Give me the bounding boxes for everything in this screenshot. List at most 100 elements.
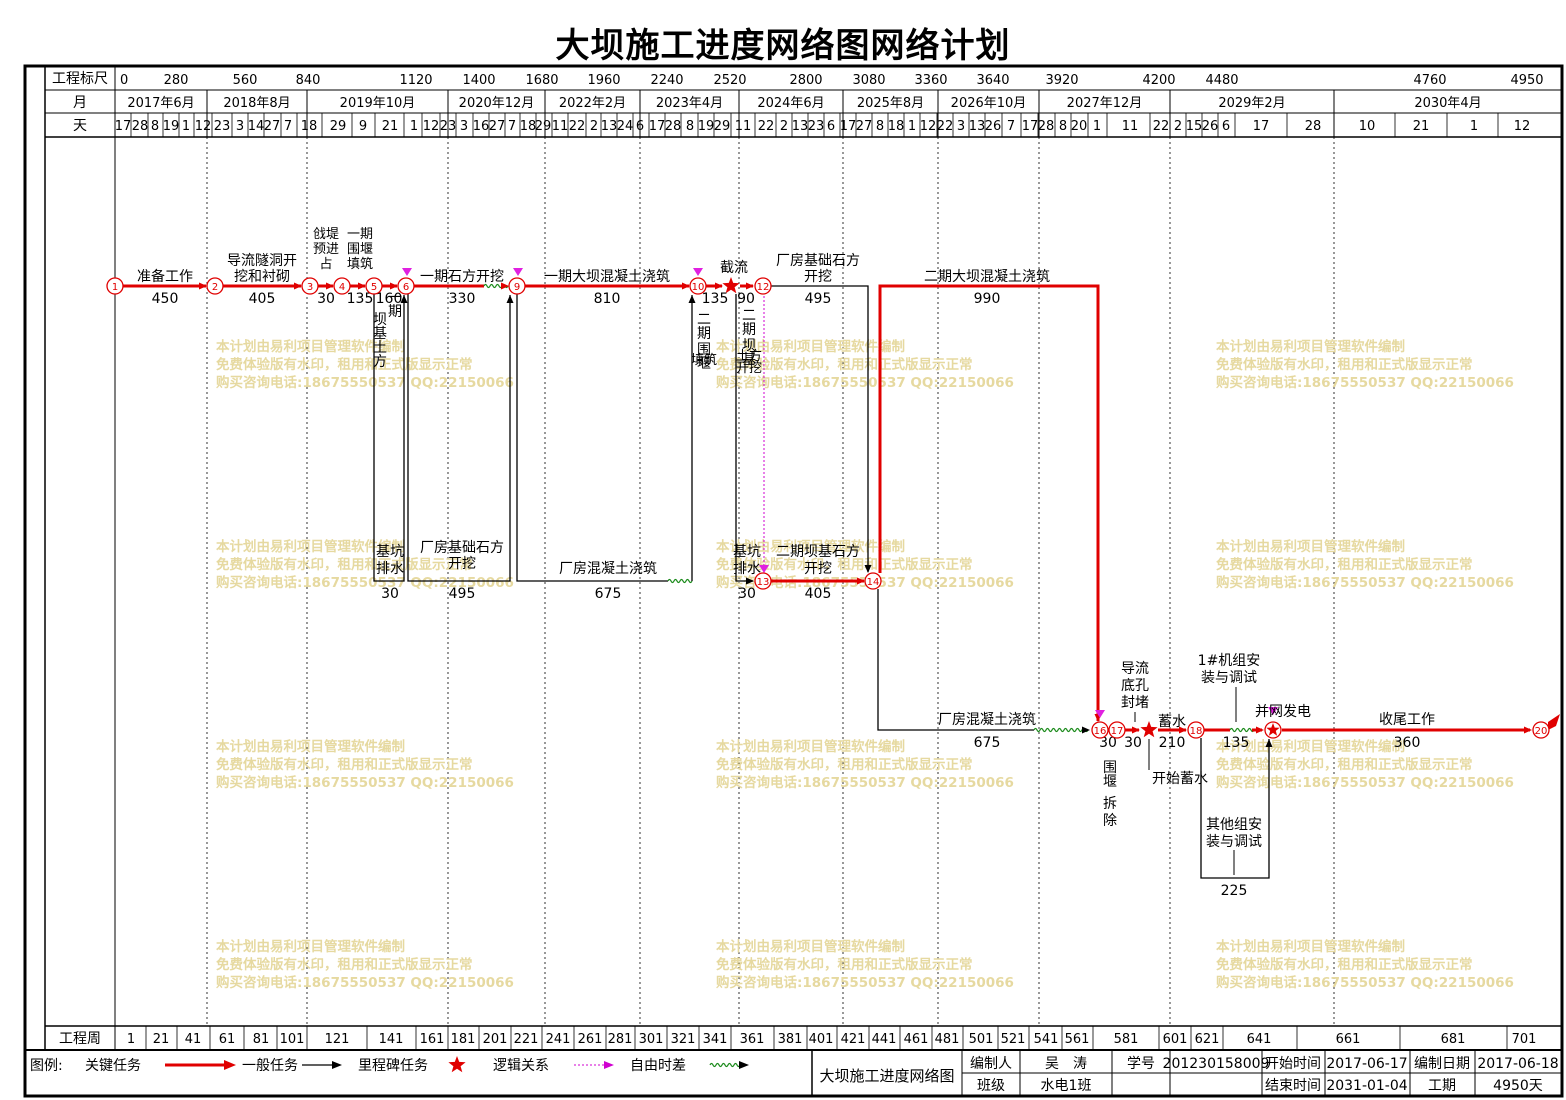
scale-tick: 3360 xyxy=(914,73,947,88)
task-label-vertical: 基 xyxy=(742,351,756,368)
day-label: 29 xyxy=(714,119,731,134)
day-label: 6 xyxy=(1222,119,1230,134)
footer-class-label: 班级 xyxy=(977,1078,1005,1094)
task-label-vertical: 堰 xyxy=(1103,774,1117,790)
task-label: 排水 xyxy=(376,561,404,577)
day-label: 3 xyxy=(236,119,244,134)
arrow-head xyxy=(1082,726,1090,734)
watermark-text: 免费体验版有水印，租用和正式版显示正常 xyxy=(716,356,973,373)
legend-critical-label: 关键任务 xyxy=(85,1058,141,1074)
day-label: 3 xyxy=(957,119,965,134)
free-float-wave xyxy=(1229,727,1255,733)
week-label: 281 xyxy=(608,1032,633,1047)
task-label: 装与调试 xyxy=(1206,834,1262,850)
week-label: 681 xyxy=(1441,1032,1466,1047)
month-label: 2017年6月 xyxy=(127,96,194,111)
watermark-text: 免费体验版有水印，租用和正式版显示正常 xyxy=(1216,756,1473,773)
task-label-vertical: 一 xyxy=(388,290,402,306)
day-label: 8 xyxy=(686,119,694,134)
day-label: 22 xyxy=(937,119,954,134)
task-label: 导流隧洞开 xyxy=(227,253,297,269)
watermark-text: 本计划由易利项目管理软件编制 xyxy=(216,338,405,355)
day-label: 1 xyxy=(182,119,190,134)
week-label: 661 xyxy=(1336,1032,1361,1047)
task-label: 330 xyxy=(449,291,476,307)
watermark-text: 免费体验版有水印，租用和正式版显示正常 xyxy=(216,556,473,573)
task-label: 30 xyxy=(1099,735,1117,751)
week-label: 621 xyxy=(1195,1032,1220,1047)
arrow-head xyxy=(358,282,366,290)
event-node xyxy=(1187,721,1205,739)
footer-period-label: 工期 xyxy=(1428,1078,1456,1094)
task-label: 开挖 xyxy=(736,361,762,376)
week-label: 301 xyxy=(639,1032,664,1047)
day-label: 17 xyxy=(649,119,666,134)
watermark-text: 本计划由易利项目管理软件编制 xyxy=(1216,938,1405,955)
task-label-vertical: 围 xyxy=(1103,760,1117,776)
watermark-text: 免费体验版有水印，租用和正式版显示正常 xyxy=(216,356,473,373)
legend-milestone-label: 里程碑任务 xyxy=(358,1058,428,1074)
task-label: 拆 xyxy=(1103,796,1117,812)
task-label: 除 xyxy=(1103,813,1117,829)
event-node-label: 9 xyxy=(514,282,520,293)
task-label-vertical: 期 xyxy=(697,326,711,342)
float-marker xyxy=(1268,707,1278,715)
event-node xyxy=(689,277,707,295)
day-label: 18 xyxy=(888,119,905,134)
event-node xyxy=(754,572,772,590)
event-node xyxy=(106,277,124,295)
task-line xyxy=(1200,738,1270,879)
task-label: 开挖 xyxy=(448,556,476,572)
day-label: 12 xyxy=(920,119,937,134)
scale-tick: 2800 xyxy=(789,73,822,88)
task-label-vertical: 坝 xyxy=(742,338,756,354)
arrow-head xyxy=(688,295,696,303)
task-label: 基坑 xyxy=(376,543,404,560)
watermark-text: 免费体验版有水印，租用和正式版显示正常 xyxy=(716,956,973,973)
task-label: 30 xyxy=(317,291,335,307)
month-label: 2019年10月 xyxy=(340,96,416,111)
watermark-text: 本计划由易利项目管理软件编制 xyxy=(1216,338,1405,355)
week-label: 501 xyxy=(969,1032,994,1047)
header-label: 天 xyxy=(73,118,87,134)
task-label: 预进 xyxy=(313,242,339,257)
day-label: 7 xyxy=(508,119,516,134)
float-marker xyxy=(1095,710,1105,718)
arrow-head xyxy=(400,295,408,303)
task-label: 495 xyxy=(449,586,476,602)
day-label: 10 xyxy=(1359,119,1376,134)
arrow-head xyxy=(326,282,334,290)
week-label: 601 xyxy=(1163,1032,1188,1047)
footer-compiler-label: 编制人 xyxy=(970,1056,1012,1072)
task-label: 厂房混凝土浇筑 xyxy=(559,561,657,577)
watermark-text: 本计划由易利项目管理软件编制 xyxy=(1216,738,1405,755)
watermark-text: 购买咨询电话:18675550537 QQ:22150066 xyxy=(216,774,514,791)
event-node-label: 14 xyxy=(867,577,880,588)
watermark-text: 购买咨询电话:18675550537 QQ:22150066 xyxy=(216,574,514,591)
week-label: 121 xyxy=(325,1032,350,1047)
week-label: 421 xyxy=(841,1032,866,1047)
day-label: 1 xyxy=(1470,119,1478,134)
task-label: 990 xyxy=(974,291,1001,307)
task-label: 30 xyxy=(381,586,399,602)
event-node-label: 20 xyxy=(1535,726,1548,737)
arrow-head xyxy=(390,282,398,290)
watermark-text: 购买咨询电话:18675550537 QQ:22150066 xyxy=(716,974,1014,991)
event-node xyxy=(864,572,882,590)
task-label: 360 xyxy=(1394,735,1421,751)
day-label: 15 xyxy=(1186,119,1203,134)
task-label: 厂房基础石方 xyxy=(776,252,860,269)
outer-frame xyxy=(23,64,1564,1098)
day-label: 21 xyxy=(382,119,399,134)
arrow-head xyxy=(1524,726,1532,734)
day-label: 17 xyxy=(1022,119,1039,134)
day-label: 13 xyxy=(792,119,809,134)
day-label: 2 xyxy=(590,119,598,134)
week-label: 201 xyxy=(483,1032,508,1047)
week-label: 101 xyxy=(280,1032,305,1047)
footer-date-value: 2017-06-18 xyxy=(1477,1056,1558,1072)
task-label: 开挖 xyxy=(804,561,832,577)
month-label: 2025年8月 xyxy=(857,96,924,111)
day-label: 28 xyxy=(665,119,682,134)
legend-critical-arrow xyxy=(224,1060,236,1070)
